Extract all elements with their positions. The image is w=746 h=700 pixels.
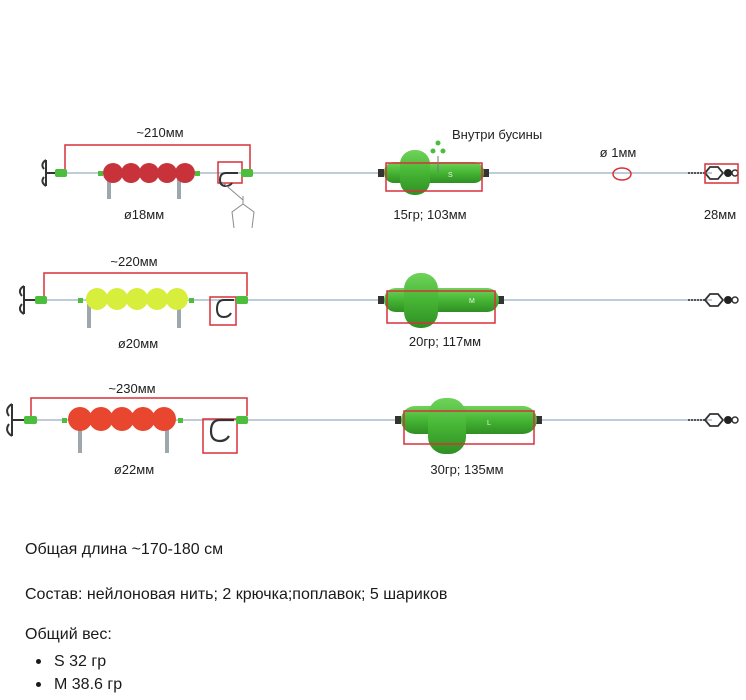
bead-diameter-label: ø20мм [118,336,158,351]
treble-hook-left [41,159,56,187]
weight-list: S 32 гр M 38.6 гр [36,650,122,696]
beads [78,288,194,310]
composition-text: Состав: нейлоновая нить; 2 крючка;поплав… [25,586,448,603]
bead [139,163,159,183]
line-diameter-label: ø 1мм [600,145,637,160]
stopper [55,169,67,177]
length-label: ~210мм [136,125,183,140]
float-l: L [395,398,542,454]
bead [152,407,176,431]
bead [106,288,128,310]
post [107,177,111,199]
float-label: 20гр; 117мм [409,334,481,349]
length-label: ~220мм [110,254,157,269]
treble-hook-left [18,285,36,315]
post [177,304,181,328]
stopper [35,296,47,304]
float-s: S [378,150,489,195]
rig-m: ~220мм ø20мм M 20гр; 117мм [18,254,739,351]
length-bracket [30,397,248,416]
swivel [688,293,739,307]
swivel [688,413,739,427]
beads [62,407,183,431]
rig-diagram: ~210мм ø18мм [6,125,739,477]
single-hook [209,296,248,326]
swivel-label: 28мм [704,207,736,222]
float-label: 30гр; 135мм [430,462,503,477]
weight-title: Общий вес: [25,626,112,643]
single-hook [217,161,253,188]
bead [146,288,168,310]
hook-detail [221,181,255,229]
bead [166,288,188,310]
bead [86,288,108,310]
bead [121,163,141,183]
float-size-letter: L [487,420,491,427]
length-bracket [64,144,251,169]
line-diameter-marker [612,167,632,181]
beads [98,163,200,183]
weight-item-m: M 38.6 гр [36,673,122,696]
length-label: ~230мм [108,381,155,396]
bead-diameter-label: ø22мм [114,462,154,477]
bead [131,407,155,431]
rig-l: ~230мм ø22мм L 30гр; 135мм [6,381,739,477]
bead [68,407,92,431]
float-m: M [378,273,504,328]
inside-beads-label: Внутри бусины [452,127,542,142]
total-length-text: Общая длина ~170-180 см [25,541,224,558]
inside-beads-callout [430,140,446,172]
float-label: 15гр; 103мм [393,207,466,222]
length-bracket [43,272,248,296]
stopper [24,416,37,424]
weight-item-s: S 32 гр [36,650,122,673]
float-size-letter: S [448,172,453,179]
float-size-letter: M [469,298,475,305]
bead [110,407,134,431]
bead [157,163,177,183]
bead [103,163,123,183]
bead [175,163,195,183]
post [78,425,82,453]
bead-diameter-label: ø18мм [124,207,164,222]
bead [89,407,113,431]
swivel [688,163,739,184]
post [177,177,181,199]
single-hook [202,416,248,454]
treble-hook-left [6,403,26,437]
post [165,425,169,453]
bead [126,288,148,310]
rig-s: ~210мм ø18мм [41,125,739,229]
post [87,304,91,328]
